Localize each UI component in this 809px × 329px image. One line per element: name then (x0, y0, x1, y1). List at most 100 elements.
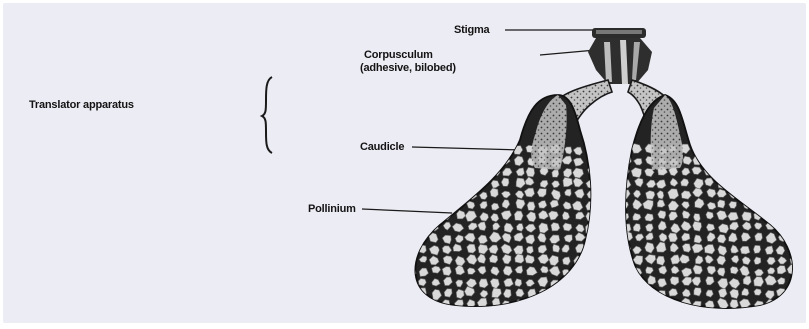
pollen-massula (718, 200, 726, 209)
pollen-massula (694, 148, 702, 155)
pollen-massula (657, 256, 665, 265)
pollen-massula (790, 222, 799, 231)
pollen-massula (405, 156, 415, 166)
pollen-massula (621, 266, 632, 276)
pollen-massula (621, 213, 629, 220)
pollen-massula (717, 146, 725, 154)
pollen-massula (705, 146, 717, 155)
pollen-massula (418, 179, 426, 188)
pollen-massula (717, 158, 727, 167)
pollen-massula (468, 146, 478, 156)
pollen-massula (539, 299, 547, 308)
pollen-massula (646, 191, 655, 200)
pollen-massula (419, 298, 428, 307)
pollen-massula (643, 287, 653, 297)
pollen-massula (552, 170, 559, 178)
pollinium-leader (362, 209, 452, 213)
pollen-massula (477, 156, 487, 165)
pollen-massula (624, 300, 632, 307)
pollen-massula (788, 289, 798, 298)
pollen-massula (562, 289, 573, 299)
pollen-massula (766, 201, 775, 209)
pollen-massula (767, 190, 775, 198)
pollen-massula (792, 190, 799, 199)
label-translator-apparatus: Translator apparatus (29, 99, 134, 111)
pollen-massula (778, 222, 789, 233)
pollen-massula (765, 178, 777, 190)
pollen-massula (789, 301, 797, 310)
translator-bracket (262, 77, 272, 153)
pollen-massula (767, 210, 776, 219)
pollen-massula (753, 157, 761, 165)
pollen-massula (586, 298, 597, 309)
pollen-massula (707, 202, 716, 209)
pollen-massula (789, 211, 798, 219)
label-caudicle: Caudicle (360, 141, 404, 153)
pollen-massula (444, 189, 452, 197)
pollen-massula (514, 211, 523, 221)
pollen-massula (467, 244, 476, 253)
pollen-massula (441, 199, 452, 209)
pollen-massula (789, 201, 798, 210)
pollen-massula (740, 178, 749, 187)
pollen-massula (586, 266, 595, 275)
pollen-massula (528, 301, 538, 309)
pollen-massula (490, 158, 498, 165)
pollen-massula (443, 178, 452, 186)
pollinium-right (619, 95, 801, 310)
pollen-massula (573, 289, 582, 297)
pollen-massula (742, 168, 751, 177)
pollinium-left (405, 95, 597, 309)
pollen-massula (668, 233, 677, 242)
pollen-massula (563, 298, 572, 306)
pollen-massula (577, 278, 585, 286)
pollen-massula (646, 301, 653, 309)
pollen-massula (418, 191, 427, 199)
pollen-massula (777, 299, 786, 309)
pollen-massula (669, 300, 677, 309)
pollen-massula (526, 167, 535, 177)
pollen-massula (767, 159, 775, 167)
pollen-massula (790, 148, 798, 155)
pollen-massula (716, 167, 726, 178)
pollen-massula (407, 291, 416, 298)
pollen-massula (585, 255, 596, 267)
pollen-massula (776, 146, 785, 153)
pollen-massula (549, 289, 559, 299)
pollen-massula (777, 192, 788, 201)
pollen-massula (778, 156, 787, 164)
pollen-massula (456, 157, 464, 165)
pollen-massula (789, 180, 800, 189)
pollen-massula (619, 146, 630, 155)
pollen-massula (755, 177, 764, 185)
pollen-massula (731, 180, 738, 188)
pollen-massula (406, 256, 416, 265)
pollen-massula (777, 199, 786, 209)
pollen-massula (406, 179, 415, 188)
label-stigma: Stigma (454, 24, 489, 36)
pollen-massula (573, 266, 584, 276)
pollen-massula (742, 212, 752, 222)
pollen-massula (778, 211, 787, 221)
pollen-massula (477, 169, 488, 177)
pollen-massula (573, 299, 584, 309)
pollen-massula (467, 168, 475, 176)
pollen-massula (705, 155, 713, 164)
pollen-massula (729, 157, 739, 168)
pollen-massula (633, 290, 642, 299)
pollen-massula (740, 246, 750, 254)
pollen-massula (454, 166, 462, 175)
pollen-massula (587, 244, 597, 255)
pollen-massula (777, 168, 786, 176)
pollen-massula (442, 267, 451, 276)
pollen-massula (408, 246, 417, 253)
pollen-massula (407, 211, 417, 220)
pollen-massula (430, 190, 441, 200)
pollen-massula (444, 170, 452, 177)
pollen-massula (563, 223, 572, 231)
pollen-massula (405, 235, 417, 244)
pollen-massula (466, 157, 475, 165)
pollen-massula (587, 288, 595, 297)
pollen-massula (742, 145, 752, 156)
